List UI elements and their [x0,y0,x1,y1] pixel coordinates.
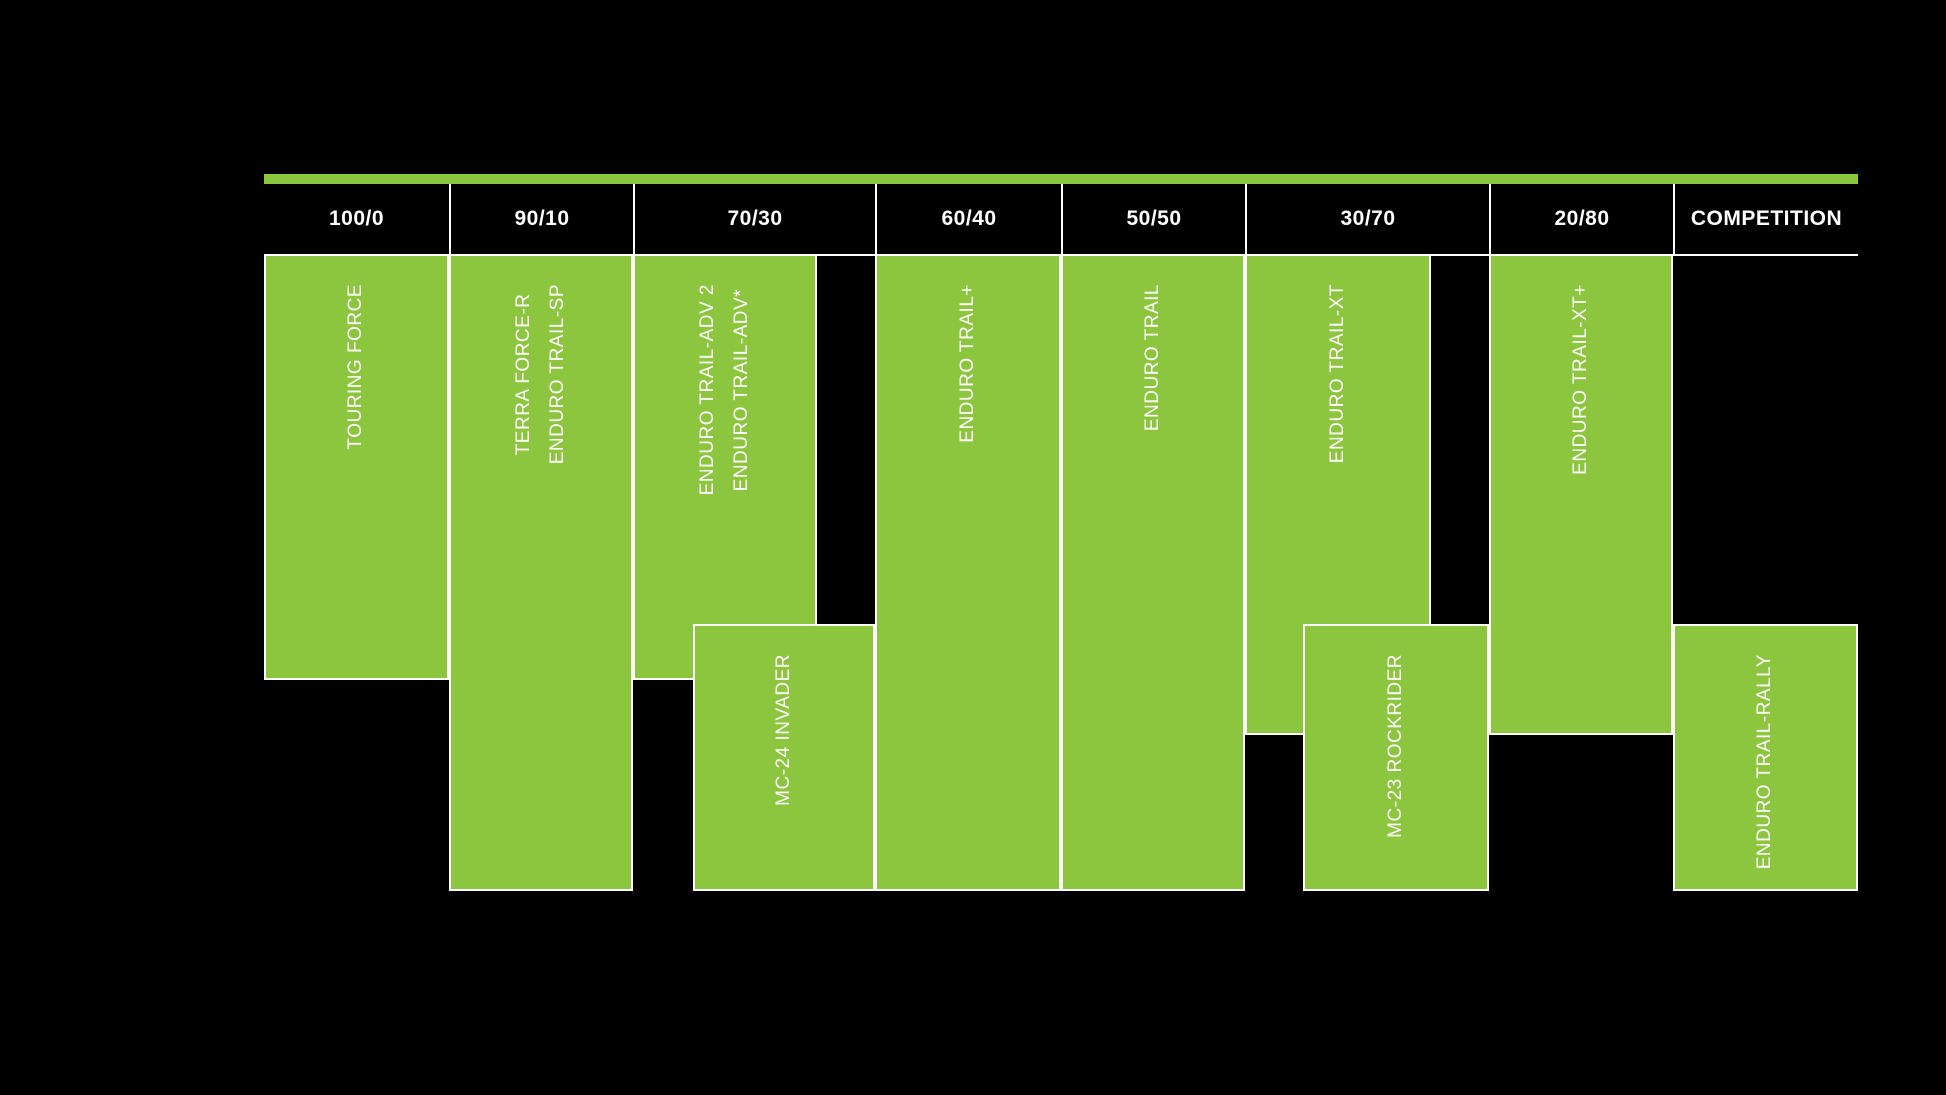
accent-bar [264,174,1858,184]
block-enduro-trail-plus: ENDURO TRAIL+ [875,254,1061,891]
block-label: ENDURO TRAIL [1141,284,1163,432]
header-90-10: 90/10 [449,184,633,254]
header-20-80: 20/80 [1489,184,1673,254]
header-label: COMPETITION [1690,207,1843,230]
block-label: MC-24 INVADER [772,654,794,806]
block-label: MC-23 ROCKRIDER [1384,654,1406,838]
header-30-70: 30/70 [1245,184,1489,254]
header-label: 100/0 [328,207,385,230]
header-label: 70/30 [727,207,783,230]
block-enduro-trail-rally: ENDURO TRAIL-RALLY [1673,624,1858,891]
block-label: ENDURO TRAIL+ [956,284,978,443]
block-enduro-trail-adv: ENDURO TRAIL-ADV 2 ENDURO TRAIL-ADV* [633,254,817,680]
header-label: 50/50 [1126,207,1182,230]
header-label: 20/80 [1554,207,1610,230]
header-60-40: 60/40 [875,184,1061,254]
header-competition: COMPETITION [1673,184,1858,254]
block-label: ENDURO TRAIL-ADV 2 ENDURO TRAIL-ADV* [696,284,752,496]
block-enduro-trail-xt-plus: ENDURO TRAIL-XT+ [1489,254,1673,735]
block-label: ENDURO TRAIL-RALLY [1754,654,1776,870]
header-label: 30/70 [1340,207,1396,230]
block-mc-23-rockrider: MC-23 ROCKRIDER [1303,624,1489,891]
header-label: 90/10 [514,207,570,230]
block-label: TERRA FORCE-R ENDURO TRAIL-SP [512,284,568,465]
block-enduro-trail: ENDURO TRAIL [1061,254,1245,891]
block-mc-24-invader: MC-24 INVADER [693,624,875,891]
block-label: ENDURO TRAIL-XT+ [1569,284,1591,475]
block-label: ENDURO TRAIL-XT [1326,284,1348,464]
header-label: 60/40 [941,207,997,230]
block-terra-force-r-enduro-trail-sp: TERRA FORCE-R ENDURO TRAIL-SP [449,254,633,891]
header-50-50: 50/50 [1061,184,1245,254]
header-100-0: 100/0 [264,184,449,254]
header-70-30: 70/30 [633,184,875,254]
block-touring-force: TOURING FORCE [264,254,449,680]
block-label: TOURING FORCE [345,284,367,450]
